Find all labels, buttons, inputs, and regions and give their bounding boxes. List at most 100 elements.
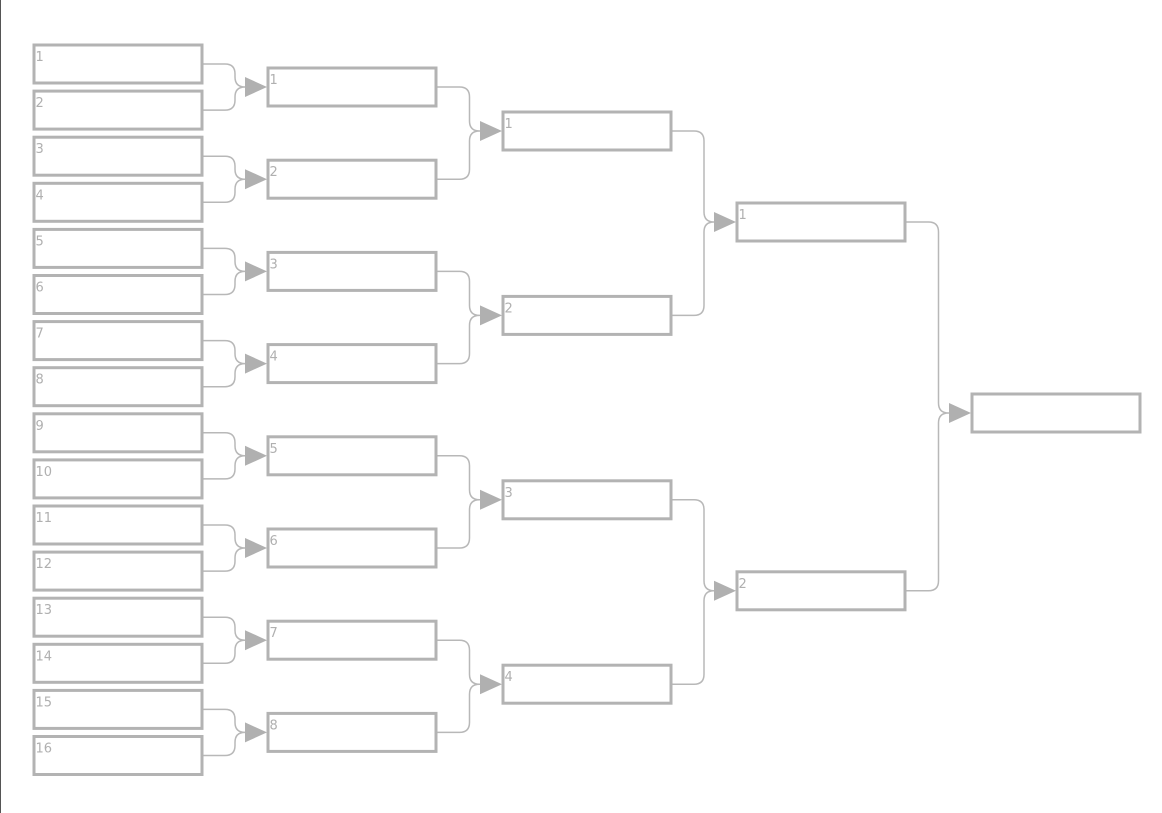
round4-slot[interactable]: 1 bbox=[735, 201, 907, 243]
final-slot-box[interactable] bbox=[970, 392, 1142, 434]
triangle-right-arrow-icon bbox=[245, 445, 267, 466]
round2-slot-label: 8 bbox=[270, 718, 278, 733]
round2-slot[interactable]: 2 bbox=[266, 158, 438, 200]
bracket-connector bbox=[436, 639, 481, 734]
bracket-connector bbox=[671, 130, 715, 317]
round1-slot[interactable]: 10 bbox=[32, 458, 204, 500]
bracket-connector bbox=[202, 708, 246, 757]
round2-slot-box[interactable] bbox=[266, 158, 438, 200]
round4-slot-box[interactable] bbox=[735, 570, 907, 612]
round3-slot-box[interactable] bbox=[501, 110, 673, 152]
round2-slot[interactable]: 1 bbox=[266, 66, 438, 108]
round2-slot-label: 6 bbox=[270, 534, 278, 549]
round4-slot-box[interactable] bbox=[735, 201, 907, 243]
round1-slot[interactable]: 15 bbox=[32, 688, 204, 730]
round1-slot-box[interactable] bbox=[32, 135, 204, 177]
round2-slot-box[interactable] bbox=[266, 619, 438, 661]
round1-slot-box[interactable] bbox=[32, 688, 204, 730]
round1-slot[interactable]: 16 bbox=[32, 735, 204, 776]
round3-slot-box[interactable] bbox=[501, 479, 673, 521]
round1-slot[interactable]: 1 bbox=[32, 43, 204, 85]
round3-slot-label: 2 bbox=[505, 301, 513, 316]
round1-slot-label: 3 bbox=[36, 142, 44, 157]
round1-slot[interactable]: 11 bbox=[32, 504, 204, 546]
round1-slot-box[interactable] bbox=[32, 366, 204, 408]
final-slot[interactable] bbox=[970, 392, 1142, 434]
round1-slot-box[interactable] bbox=[32, 43, 204, 85]
round1-slot-box[interactable] bbox=[32, 596, 204, 638]
bracket-connector bbox=[671, 499, 715, 685]
round2-slot[interactable]: 8 bbox=[266, 711, 438, 753]
round2-slot-box[interactable] bbox=[266, 343, 438, 385]
round1-slot[interactable]: 8 bbox=[32, 366, 204, 408]
round3-slot-label: 1 bbox=[505, 117, 513, 132]
round3-slot[interactable]: 1 bbox=[501, 110, 673, 152]
bracket-connector bbox=[202, 339, 246, 388]
bracket-connector bbox=[436, 270, 481, 365]
round1-slot-box[interactable] bbox=[32, 642, 204, 684]
round4-slot-label: 2 bbox=[739, 577, 747, 592]
round2-slot-label: 7 bbox=[270, 626, 278, 641]
round1-slot-label: 11 bbox=[36, 511, 53, 526]
round2-slot[interactable]: 7 bbox=[266, 619, 438, 661]
round1-slot-label: 15 bbox=[36, 695, 53, 710]
round3-slot[interactable]: 4 bbox=[501, 663, 673, 705]
round1-slot[interactable]: 12 bbox=[32, 550, 204, 592]
bracket-connector bbox=[436, 86, 481, 180]
round1-slot-label: 2 bbox=[36, 96, 44, 111]
round2-slot-box[interactable] bbox=[266, 250, 438, 292]
bracket-connector bbox=[202, 155, 246, 204]
round1-slot[interactable]: 13 bbox=[32, 596, 204, 638]
round2-slot-box[interactable] bbox=[266, 711, 438, 753]
connectors-layer bbox=[202, 63, 971, 757]
round2-slot-label: 2 bbox=[270, 165, 278, 180]
bracket-connector bbox=[202, 616, 246, 665]
triangle-right-arrow-icon bbox=[245, 630, 267, 651]
round2-slot[interactable]: 3 bbox=[266, 250, 438, 292]
round1-slot[interactable]: 3 bbox=[32, 135, 204, 177]
round1-slot-box[interactable] bbox=[32, 550, 204, 592]
triangle-right-arrow-icon bbox=[245, 261, 267, 282]
round1-slot[interactable]: 14 bbox=[32, 642, 204, 684]
round3-slot-box[interactable] bbox=[501, 663, 673, 705]
round2-slot[interactable]: 4 bbox=[266, 343, 438, 385]
round1-slot[interactable]: 6 bbox=[32, 274, 204, 315]
round3-slot[interactable]: 2 bbox=[501, 294, 673, 336]
round1-slot-box[interactable] bbox=[32, 458, 204, 500]
round2-slot[interactable]: 6 bbox=[266, 527, 438, 569]
round1-slot-box[interactable] bbox=[32, 274, 204, 315]
bracket-connector bbox=[905, 221, 950, 592]
bracket-connector bbox=[202, 247, 246, 296]
round1-slot[interactable]: 4 bbox=[32, 181, 204, 223]
round3-slot[interactable]: 3 bbox=[501, 479, 673, 521]
triangle-right-arrow-icon bbox=[714, 212, 736, 232]
round1-slot-box[interactable] bbox=[32, 412, 204, 454]
round1-slot-label: 4 bbox=[36, 188, 44, 203]
round3-slot-label: 4 bbox=[505, 670, 513, 685]
triangle-right-arrow-icon bbox=[480, 121, 502, 141]
round1-slot-box[interactable] bbox=[32, 181, 204, 223]
round2-slot[interactable]: 5 bbox=[266, 435, 438, 477]
triangle-right-arrow-icon bbox=[245, 353, 267, 374]
round1-slot-box[interactable] bbox=[32, 735, 204, 776]
round4-slot[interactable]: 2 bbox=[735, 570, 907, 612]
round1-slot[interactable]: 7 bbox=[32, 320, 204, 362]
round2-slot-box[interactable] bbox=[266, 66, 438, 108]
round1-slot-box[interactable] bbox=[32, 227, 204, 269]
round2-slot-label: 3 bbox=[270, 257, 278, 272]
round1-slot[interactable]: 5 bbox=[32, 227, 204, 269]
round2-slot-box[interactable] bbox=[266, 435, 438, 477]
round1-slot[interactable]: 2 bbox=[32, 89, 204, 131]
round1-slot-box[interactable] bbox=[32, 504, 204, 546]
round1-slot-box[interactable] bbox=[32, 320, 204, 362]
triangle-right-arrow-icon bbox=[480, 674, 502, 695]
round2-slot-label: 5 bbox=[270, 442, 278, 457]
round1-slot-box[interactable] bbox=[32, 89, 204, 131]
round2-slot-box[interactable] bbox=[266, 527, 438, 569]
round1-slot[interactable]: 9 bbox=[32, 412, 204, 454]
round3-slot-box[interactable] bbox=[501, 294, 673, 336]
round1-slot-label: 8 bbox=[36, 373, 44, 388]
bracket-connector bbox=[202, 63, 246, 111]
round1-slot-label: 10 bbox=[36, 465, 53, 480]
